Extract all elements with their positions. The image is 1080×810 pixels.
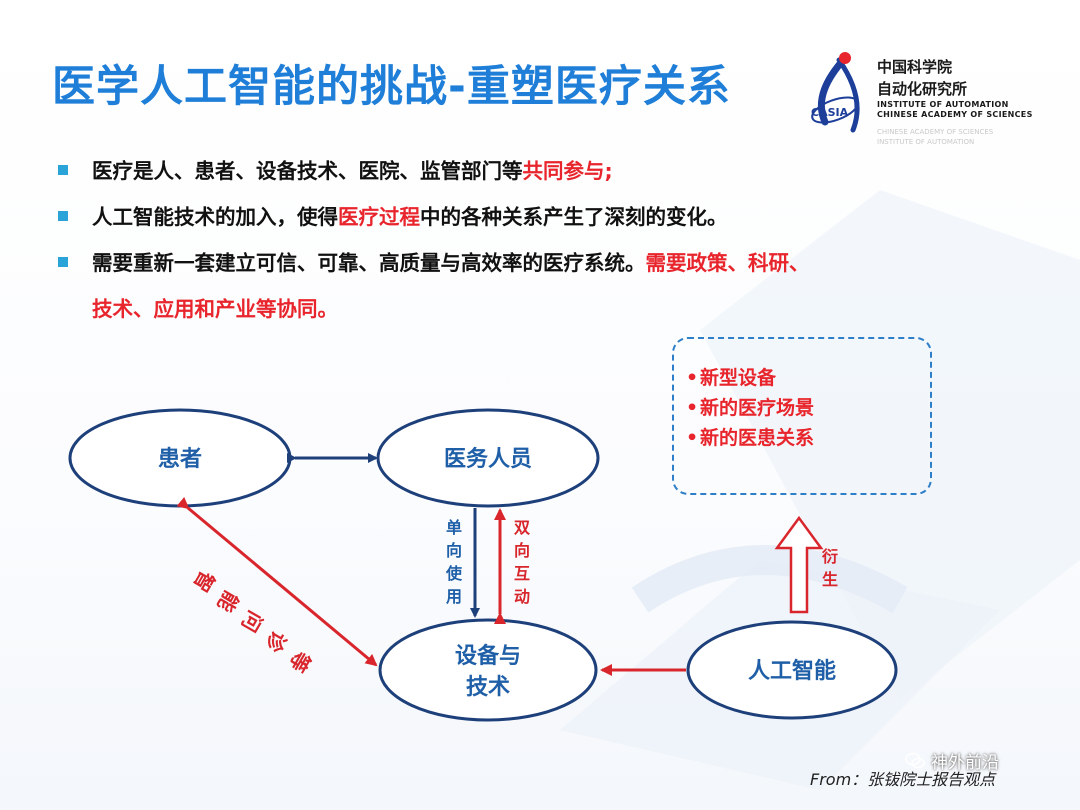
svg-text:单: 单: [446, 518, 462, 537]
bullet-item-2: 人工智能技术的加入，使得医疗过程中的各种关系产生了深刻的变化。: [58, 194, 1058, 240]
logo-faint-line1: CHINESE ACADEMY OF SCIENCES: [877, 128, 994, 136]
logo-en-line1: INSTITUTE OF AUTOMATION: [877, 100, 1009, 109]
svg-text:向: 向: [514, 541, 530, 560]
bullet-2-highlight: 医疗过程: [338, 205, 420, 229]
emerge-item-2-text: 新的医疗场景: [700, 397, 815, 419]
bullet-item-3-continuation: 技术、应用和产业等协同。: [92, 297, 338, 321]
svg-text:问: 问: [237, 607, 268, 636]
label-derive: 衍 生: [821, 547, 838, 589]
emerge-item-1-text: 新型设备: [700, 367, 777, 389]
svg-text:生: 生: [822, 570, 838, 589]
node-patient-label: 患者: [158, 446, 202, 472]
node-patient: 患者: [68, 408, 292, 508]
svg-text:使: 使: [445, 564, 463, 583]
svg-text:等: 等: [285, 647, 316, 676]
casia-logo: CASIA 中国科学院 自动化研究所 INSTITUTE OF AUTOMATI…: [805, 50, 1045, 150]
emerge-bullet-icon: •: [686, 427, 699, 449]
bullet-square-icon: [58, 257, 68, 267]
node-ai: 人工智能: [686, 620, 898, 720]
wechat-watermark: 神外前沿: [905, 748, 999, 773]
bullet-item-3: 需要重新一套建立可信、可靠、高质量与高效率的医疗系统。需要政策、科研、: [58, 240, 1058, 286]
label-two-way: 双 向 互 动: [514, 518, 530, 606]
emerge-item-1: •新型设备: [686, 363, 776, 390]
node-equipment-label-line2: 技术: [466, 675, 510, 700]
logo-faint-line2: INSTITUTE OF AUTOMATION: [877, 138, 975, 146]
bullet-2-tail: 中的各种关系产生了深刻的变化。: [420, 205, 728, 229]
svg-text:用: 用: [446, 587, 462, 606]
node-ai-label: 人工智能: [748, 658, 836, 684]
emerge-bullet-icon: •: [686, 397, 699, 419]
svg-text:CASIA: CASIA: [811, 106, 849, 119]
wechat-icon: [905, 752, 925, 768]
bullet-3-highlight: 需要政策、科研、: [645, 251, 810, 275]
derive-arrow-icon: [774, 515, 824, 614]
emerge-item-3-text: 新的医患关系: [700, 427, 815, 449]
bullet-list: 医疗是人、患者、设备技术、医院、监管部门等共同参与; 人工智能技术的加入，使得医…: [58, 148, 1058, 332]
emerge-item-3: •新的医患关系: [686, 423, 814, 450]
svg-text:互: 互: [514, 564, 530, 583]
svg-text:动: 动: [514, 587, 530, 606]
bullet-square-icon: [58, 165, 68, 175]
logo-en-line2: CHINESE ACADEMY OF SCIENCES: [877, 110, 1033, 119]
wechat-watermark-text: 神外前沿: [931, 753, 999, 773]
label-one-way: 单 向 使 用: [445, 518, 463, 606]
casia-logo-mark-icon: CASIA: [811, 52, 860, 133]
bullet-3-text: 需要重新一套建立可信、可靠、高质量与高效率的医疗系统。: [92, 251, 646, 275]
emergent-items-box: •新型设备 •新的医疗场景 •新的医患关系: [672, 337, 932, 495]
svg-text:衍: 衍: [821, 547, 838, 566]
node-equipment: 设备与 技术: [378, 618, 598, 722]
svg-text:向: 向: [446, 541, 462, 560]
bullet-2-text: 人工智能技术的加入，使得: [92, 205, 338, 229]
logo-cn-line2: 自动化研究所: [877, 80, 968, 98]
node-medical-staff: 医务人员: [376, 408, 600, 508]
node-equipment-label-line1: 设备与: [455, 643, 521, 669]
logo-cn-line1: 中国科学院: [877, 58, 953, 76]
svg-text:诊: 诊: [260, 627, 291, 657]
svg-text:智: 智: [189, 567, 220, 596]
emerge-item-2: •新的医疗场景: [686, 393, 814, 420]
bullet-item-1: 医疗是人、患者、设备技术、医院、监管部门等共同参与;: [58, 148, 1058, 194]
bullet-1-text: 医疗是人、患者、设备技术、医院、监管部门等: [92, 159, 523, 183]
bullet-square-icon: [58, 211, 68, 221]
emerge-bullet-icon: •: [686, 367, 699, 389]
label-smart-consult: 智 能 问 诊 等: [189, 567, 316, 676]
source-note: From：张钹院士报告观点: [810, 770, 996, 789]
svg-text:能: 能: [213, 587, 244, 616]
svg-text:双: 双: [514, 518, 530, 537]
bullet-1-highlight: 共同参与;: [522, 159, 613, 183]
arrow-smart-consult: [176, 496, 378, 667]
page-title: 医学人工智能的挑战-重塑医疗关系: [52, 62, 731, 112]
node-medical-staff-label: 医务人员: [444, 447, 532, 472]
